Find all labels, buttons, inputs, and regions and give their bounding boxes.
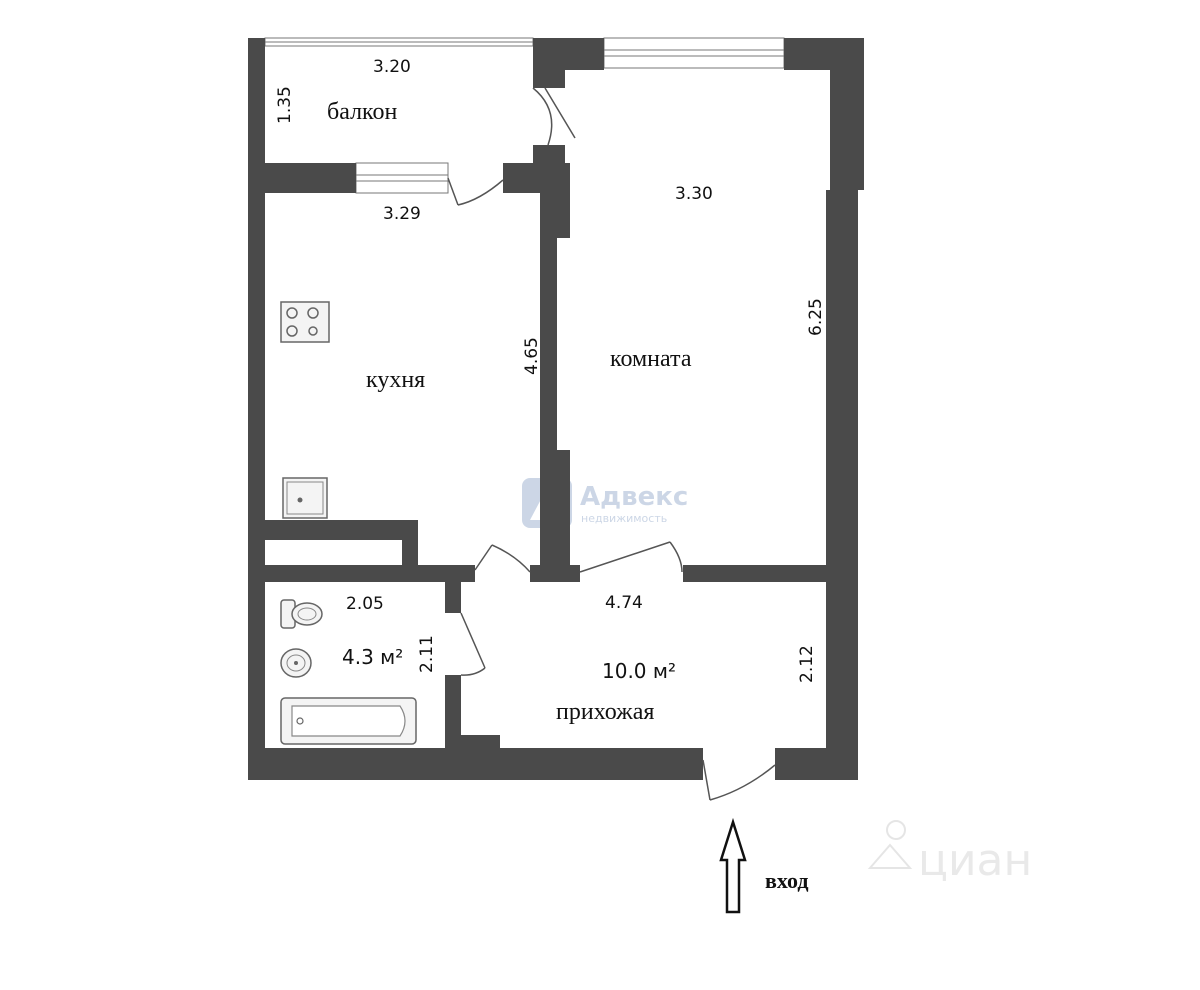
kitchen-window [355,162,449,194]
kitchen-sink-icon [282,477,328,519]
walls [248,38,864,780]
adveks-name: Адвекс [580,482,688,512]
bathroom-area: 4.3 м² [342,645,403,669]
balcony-window [264,37,534,47]
hallway-name: прихожая [556,699,654,725]
entrance-door [702,759,776,801]
entrance-label: вход [765,868,809,893]
bathroom-width: 2.05 [346,594,384,614]
cian-watermark: циан [867,820,1032,886]
bathroom-door [460,612,486,676]
cian-name: циан [918,835,1032,886]
hallway-area: 10.0 м² [602,659,676,683]
balcony-depth: 1.35 [275,86,295,124]
entrance-arrow-icon [719,817,747,914]
bathroom-length: 2.11 [417,635,437,673]
kitchen-length: 4.65 [522,337,542,375]
kitchen-width: 3.29 [383,204,421,224]
doors [447,87,776,801]
room-length: 6.25 [806,298,826,336]
room-width: 3.30 [675,184,713,204]
room-door [579,541,683,573]
balcony-width: 3.20 [373,57,411,77]
hallway-width: 4.74 [605,593,643,613]
room-window [603,37,785,69]
hallway-length: 2.12 [797,645,817,683]
cian-logo-icon [867,820,913,869]
toilet-icon [280,599,323,629]
adveks-tagline: недвижимость [581,512,667,525]
kitchen-door [474,544,531,573]
kitchen-name: кухня [366,367,425,393]
balcony-name: балкон [327,99,397,125]
room-name: комната [610,346,692,372]
balcony-door [532,87,576,146]
bathtub-icon [280,697,417,745]
washbasin-icon [280,648,312,678]
stove-icon [280,301,330,343]
kitchen-balcony-door [447,177,504,206]
